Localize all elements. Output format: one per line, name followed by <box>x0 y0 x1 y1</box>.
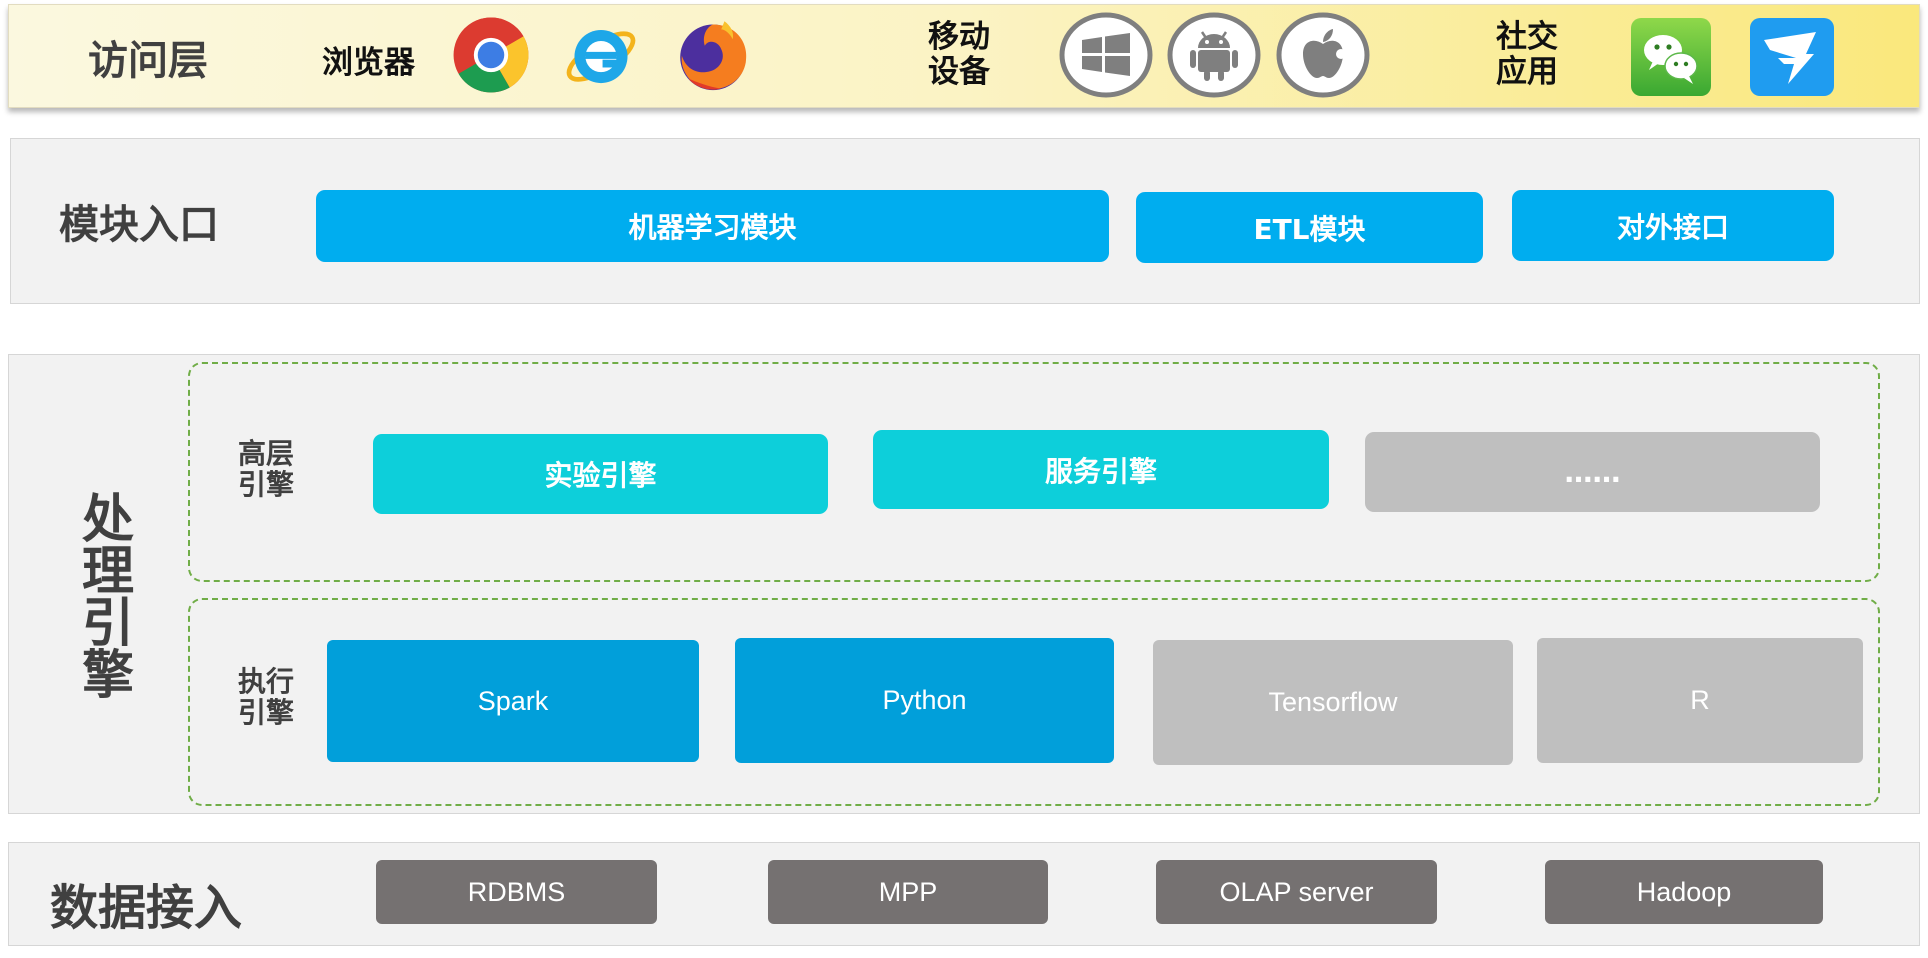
high-level-label-line1: 高层 <box>238 437 295 470</box>
access-layer-title: 访问层 <box>88 38 208 84</box>
social-label-line2: 应用 <box>1496 53 1558 90</box>
execution-label-line1: 执行 <box>238 665 295 698</box>
processing-title-char: 处 <box>81 490 134 550</box>
external-api-button[interactable]: 对外接口 <box>1512 190 1834 261</box>
processing-title-char: 理 <box>81 542 134 602</box>
processing-title-char: 引 <box>81 594 134 654</box>
mobile-label-line2: 设备 <box>928 53 990 90</box>
spark-box[interactable]: Spark <box>327 640 699 762</box>
data-access-title: 数据接入 <box>50 880 243 936</box>
access-layer-band <box>8 4 1920 108</box>
apple-icon <box>1275 12 1371 98</box>
processing-title-char: 擎 <box>81 646 134 706</box>
internet-explorer-icon <box>562 16 640 94</box>
etl-module-button[interactable]: ETL模块 <box>1136 192 1483 263</box>
module-entry-title: 模块入口 <box>59 202 219 248</box>
social-label: 社交 应用 <box>1496 20 1558 89</box>
dingtalk-icon <box>1750 18 1834 96</box>
social-label-line1: 社交 <box>1496 19 1558 55</box>
tensorflow-box[interactable]: Tensorflow <box>1153 640 1513 765</box>
mobile-label: 移动 设备 <box>928 20 990 89</box>
android-icon <box>1166 12 1262 98</box>
execution-engine-group <box>188 598 1880 806</box>
execution-engine-label: 执行 引擎 <box>238 666 294 729</box>
processing-engine-title: 处 理 引 擎 <box>78 494 138 702</box>
ml-module-button[interactable]: 机器学习模块 <box>316 190 1109 262</box>
high-level-engine-group <box>188 362 1880 582</box>
windows-icon <box>1058 12 1154 98</box>
mobile-label-line1: 移动 <box>928 19 990 55</box>
high-level-label-line2: 引擎 <box>238 468 295 502</box>
r-box[interactable]: R <box>1537 638 1863 763</box>
browsers-label: 浏览器 <box>322 45 415 81</box>
rdbms-box[interactable]: RDBMS <box>376 860 657 924</box>
service-engine-box[interactable]: 服务引擎 <box>873 430 1329 509</box>
olap-server-box[interactable]: OLAP server <box>1156 860 1437 924</box>
execution-label-line2: 引擎 <box>238 696 295 730</box>
more-engines-box[interactable]: …… <box>1365 432 1820 512</box>
firefox-icon <box>672 13 754 95</box>
high-level-engine-label: 高层 引擎 <box>238 438 294 501</box>
hadoop-box[interactable]: Hadoop <box>1545 860 1823 924</box>
wechat-icon <box>1631 18 1711 96</box>
python-box[interactable]: Python <box>735 638 1114 763</box>
chrome-icon <box>452 16 530 94</box>
mpp-box[interactable]: MPP <box>768 860 1048 924</box>
experiment-engine-box[interactable]: 实验引擎 <box>373 434 828 514</box>
